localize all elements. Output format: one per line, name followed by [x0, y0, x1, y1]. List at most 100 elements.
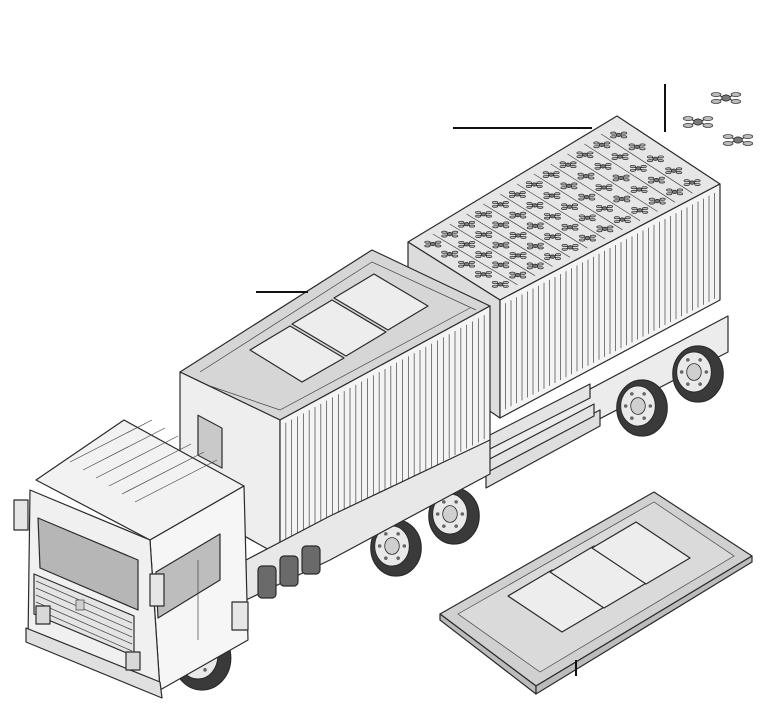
stored-drone-icon: [458, 241, 476, 248]
stored-drone-icon: [630, 186, 648, 193]
side-mirror: [149, 573, 165, 607]
stored-drone-icon: [578, 214, 596, 222]
stored-drone-icon: [560, 182, 578, 190]
wheel: [370, 519, 422, 577]
stored-drone-icon: [683, 179, 701, 186]
stored-drone-icon: [577, 172, 595, 180]
stored-drone-icon: [578, 193, 596, 201]
lug-nut: [686, 382, 690, 386]
stored-drone-icon: [596, 205, 614, 212]
stored-drone-icon: [613, 195, 631, 203]
stored-drone-icon: [424, 240, 442, 248]
lug-nut: [442, 500, 446, 504]
stored-drone-icon: [509, 252, 527, 259]
stored-drone-icon: [631, 207, 649, 214]
fuel-tank: [257, 565, 277, 599]
grid-divider: [516, 183, 606, 240]
callouts: [256, 84, 666, 676]
stored-drone-icon: [613, 216, 631, 223]
grille-slat: [35, 594, 133, 638]
lug-nut: [704, 370, 709, 374]
deployed-panels: [457, 501, 735, 673]
fuel-tank: [301, 545, 321, 575]
lug-nut: [435, 512, 440, 516]
headlight: [35, 605, 51, 625]
wheel: [672, 345, 724, 403]
grid-divider: [466, 213, 553, 267]
stored-drone-icon: [594, 163, 612, 170]
stored-drone-icon: [543, 212, 561, 220]
stored-drone-icon: [611, 153, 629, 160]
lug-nut: [442, 524, 446, 528]
stored-drone-icon: [561, 223, 579, 231]
headlight: [125, 651, 141, 671]
lug-nut: [396, 556, 400, 560]
roof-frame: [209, 307, 471, 411]
lug-nut: [377, 544, 382, 548]
roof-frame: [199, 261, 477, 373]
roof-ridge: [108, 443, 192, 487]
stored-drone-icon: [561, 203, 579, 211]
stored-drone-icon: [576, 151, 594, 159]
stored-drone-icon: [544, 233, 562, 240]
lug-nut: [384, 556, 388, 560]
solar-panel-icon: [249, 325, 345, 383]
stored-drone-icon: [508, 191, 526, 198]
grid-divider: [567, 153, 658, 212]
stored-drone-icon: [544, 253, 562, 260]
stored-drone-icon: [525, 181, 543, 188]
stored-drone-icon: [441, 230, 459, 238]
stored-drone-icon: [593, 141, 611, 149]
flying-drone-swarm: [682, 92, 754, 146]
stored-drone-icon: [509, 232, 527, 239]
stored-drone-icon: [561, 244, 579, 251]
grid-divider: [483, 203, 571, 258]
grid-divider: [550, 163, 641, 221]
roof-ridge: [82, 427, 166, 471]
wheel: [616, 379, 668, 437]
stored-drone-icon: [491, 281, 509, 288]
stored-drone-icon: [492, 221, 510, 229]
windshield: [37, 517, 139, 611]
grid-divider: [499, 193, 588, 249]
stored-drone-icon: [610, 131, 628, 139]
grid-divider: [449, 223, 536, 276]
grille-slat: [35, 608, 133, 652]
stored-drone-icon: [595, 184, 613, 191]
stored-drone-icon: [509, 211, 527, 219]
stored-drone-icon: [666, 188, 684, 196]
flying-drone-icon: [710, 92, 742, 104]
roof-ridge: [69, 419, 153, 463]
grille-slat: [35, 601, 133, 645]
stored-drone-icon: [542, 171, 560, 178]
lug-nut: [454, 500, 458, 504]
stored-drone-icon: [475, 251, 493, 258]
fuel-tank: [279, 555, 299, 587]
grid-divider: [600, 133, 693, 194]
deployed-solar-array: [439, 491, 753, 695]
lug-nut: [698, 358, 702, 362]
stored-drone-icon: [492, 261, 510, 269]
stored-drone-icon: [648, 197, 666, 205]
lug-nut: [679, 370, 684, 374]
lug-nut: [630, 392, 634, 396]
lug-nut: [698, 382, 702, 386]
stored-drone-icon: [492, 241, 510, 249]
lug-nut: [642, 416, 646, 420]
stored-drone-icon: [579, 234, 596, 242]
lug-nut: [623, 404, 628, 408]
side-mirror: [13, 499, 29, 531]
stored-drone-icon: [628, 143, 646, 151]
side-mirror: [231, 601, 249, 631]
stored-drone-icon: [475, 231, 493, 238]
solar-panel-icon: [333, 273, 429, 331]
lug-nut: [648, 404, 653, 408]
lug-nut: [396, 532, 400, 536]
stored-drone-icon: [474, 270, 492, 278]
grid-divider: [584, 143, 676, 203]
stored-drone-icon: [526, 202, 544, 209]
roof-ridges: [69, 419, 218, 503]
flying-drone-icon: [722, 134, 754, 146]
wheel: [428, 487, 480, 545]
flying-drone-icon: [682, 116, 714, 128]
